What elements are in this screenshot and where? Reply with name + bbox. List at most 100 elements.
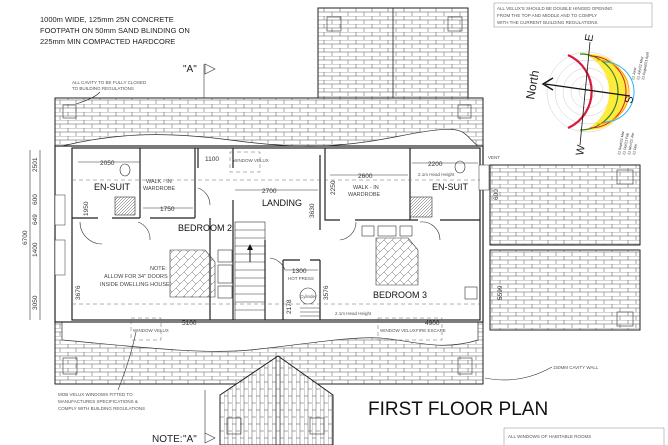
legend-sept-mar: 21 Sept/21 Mar <box>617 130 625 155</box>
velux-top-note-line1: ALL VELUX'S SHOULD BE DOUBLE HINGED OPEN… <box>497 6 613 11</box>
velux-label-bedroom3: WINDOW VELUX <box>380 328 416 333</box>
bed-bedroom-2 <box>169 249 233 299</box>
head-height-label-ensuite: 2.1m Head Height <box>418 172 455 177</box>
sun-path-chart: North E S W 21 June 21 July/21 May 21 Au… <box>523 33 650 156</box>
legend-nov-jan: 21 Nov/21 Jan <box>627 132 635 155</box>
dim-left-1: 2501 <box>32 157 39 172</box>
dim-1300: 1300 <box>292 268 307 275</box>
dim-600-right: 600 <box>493 189 500 200</box>
head-height-label: 2.1m Head Height <box>335 311 372 316</box>
dim-2250: 2250 <box>330 180 337 195</box>
dim-left-4: 1400 <box>32 242 39 257</box>
velux-fit-note-line3: COMPLY WITH BUILDING REGULATIONS <box>58 406 145 411</box>
dim-3630: 3630 <box>309 203 316 218</box>
dim-1100: 1100 <box>205 156 219 163</box>
cavity-note-line1: ALL CAVITY TO BE FULLY CLOSED <box>72 80 147 85</box>
dimension-lines <box>29 150 480 323</box>
room-walkin-right-line1: WALK - IN <box>353 185 379 191</box>
section-marker-label-bottom: "A" <box>183 434 197 445</box>
room-ensuite-left: EN-SUIT <box>94 182 131 192</box>
dim-4900: 4900 <box>425 320 440 327</box>
east-label: E <box>583 33 596 42</box>
dim-left-2: 600 <box>32 194 39 205</box>
cavity-note-line2: TO BUILDING REGULATIONS <box>72 86 134 91</box>
staircase <box>234 221 266 321</box>
velux-label-landing: WINDOW VELUX <box>233 158 269 163</box>
south-label: S <box>623 95 636 104</box>
room-bedroom-2: BEDROOM 2 <box>178 223 232 233</box>
cavity-wall-label: 150MM CAVITY WALL <box>553 365 599 370</box>
section-marker-label: "A" <box>183 64 197 75</box>
toilet-icon <box>119 163 131 177</box>
chimney-icon <box>447 16 463 32</box>
bottom-note-label: NOTE: <box>152 434 183 445</box>
windows-note-text: ALL WINDOWS OF HABITABLE ROOMS <box>508 434 591 439</box>
hot-press-label: HOT PRESS <box>288 276 314 281</box>
room-ensuite-right: EN-SUIT <box>432 182 469 192</box>
dim-left-total: 6700 <box>22 230 29 245</box>
velux-top-note-line2: FROM THE TOP AND MIDDLE AND TO COMPLY <box>497 13 597 18</box>
dim-left-3: 649 <box>32 214 39 225</box>
velux-top-note-line3: WITH THE CURRENT BUILDING REGULATIONS <box>497 20 598 25</box>
room-landing: LANDING <box>262 198 302 208</box>
velux-top-note-box: ALL VELUX'S SHOULD BE DOUBLE HINGED OPEN… <box>493 2 653 28</box>
legend-oct-feb: 21 Oct/21 Feb <box>622 133 630 156</box>
dim-2050: 2050 <box>100 160 115 167</box>
vent-label: VENT <box>488 155 500 160</box>
legend-june: 21 June <box>631 67 637 80</box>
west-label: W <box>574 144 588 157</box>
legend-aug-apr: 21 August/21 April <box>641 51 650 80</box>
cylinder-label: Cylinder <box>300 294 317 299</box>
dim-1750: 1750 <box>160 206 175 213</box>
bottom-roof-band <box>54 321 484 385</box>
arrow-up-icon <box>247 244 253 250</box>
drawing-title: FIRST FLOOR PLAN <box>368 399 548 420</box>
room-walkin-right-line2: WARDROBE <box>348 192 381 198</box>
hot-press <box>299 287 320 317</box>
dim-3576: 3576 <box>323 285 330 300</box>
window-icon <box>54 239 66 276</box>
fire-escape-label: FIRE ESCAPE <box>416 328 446 333</box>
bed-bedroom-3 <box>361 225 419 286</box>
door-note-line1: ALLOW FOR 34" DOORS <box>104 274 168 280</box>
dim-3676: 3676 <box>75 285 82 300</box>
section-marker-top: "A" <box>183 63 216 98</box>
velux-label-bedroom2: WINDOW VELUX <box>133 328 169 333</box>
velux-fit-note-line2: MANUFACTURES SPECIFICATIONS & <box>58 399 138 404</box>
window-icon <box>54 194 66 226</box>
room-walkin-left-line1: WALK - IN <box>146 179 172 185</box>
dim-2178: 2178 <box>286 299 293 314</box>
footpath-note-line1: 1000m WIDE, 125mm 25N CONCRETE <box>40 15 174 24</box>
toilet-icon <box>454 160 466 174</box>
door-note-title: NOTE: <box>150 266 167 272</box>
shower-icon <box>114 196 136 216</box>
dim-1950: 1950 <box>83 201 90 216</box>
chimney-icon <box>326 16 342 32</box>
dim-left-5: 3050 <box>32 295 39 310</box>
footpath-note-line2: FOOTPATH ON 50mm SAND BLINDING ON <box>40 26 190 35</box>
door-note-line2: INSIDE DWELLING HOUSE. <box>100 282 172 288</box>
building-walls <box>54 145 490 341</box>
footpath-note-line3: 225mm MIN COMPACTED HARDCORE <box>40 37 175 46</box>
dim-2700: 2700 <box>262 188 277 195</box>
dim-2200: 2200 <box>428 161 443 168</box>
north-arrow-icon <box>541 77 554 91</box>
north-label: North <box>523 69 542 100</box>
window-icon <box>478 164 490 191</box>
dim-5100: 5100 <box>182 320 197 327</box>
room-walkin-left-line2: WARDROBE <box>143 186 176 192</box>
dim-5599: 5599 <box>497 285 504 300</box>
cylinder-icon <box>299 287 317 305</box>
top-roof-band <box>54 97 484 147</box>
dim-2600: 2600 <box>358 173 373 180</box>
shower-icon <box>409 196 433 218</box>
section-marker-bottom: "A" <box>183 390 216 445</box>
legend-dec: 21 Dec <box>632 143 638 155</box>
legend-july-may: 21 July/21 May <box>636 56 644 80</box>
stove-icon <box>464 286 478 300</box>
windows-note-box: ALL WINDOWS OF HABITABLE ROOMS <box>503 427 665 445</box>
top-gable-roof <box>317 7 469 111</box>
room-bedroom-3: BEDROOM 3 <box>373 290 427 300</box>
